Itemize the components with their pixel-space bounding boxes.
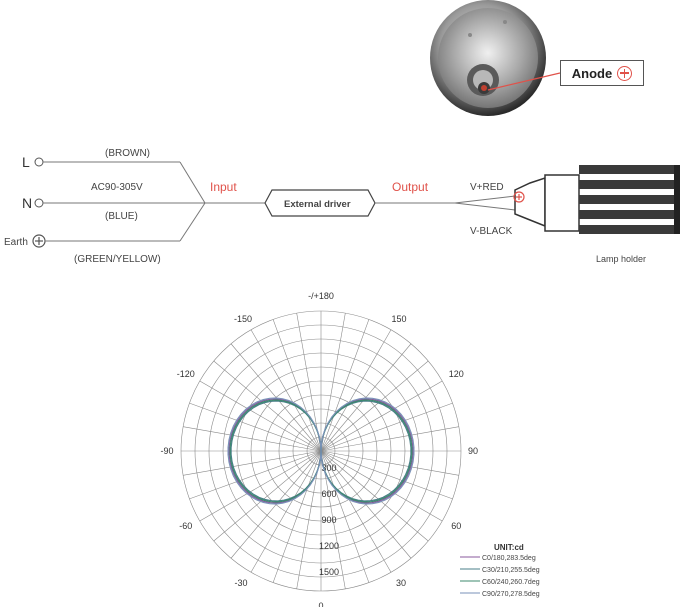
angle-label: 60 [451, 521, 461, 531]
grid-spoke [320, 426, 459, 452]
radial-label: 300 [321, 463, 336, 473]
angle-label: 150 [391, 314, 406, 324]
grid-spoke [189, 402, 322, 452]
radial-label: 1200 [319, 541, 339, 551]
grid-spoke [320, 360, 429, 452]
grid-spoke [199, 450, 322, 522]
grid-spoke [320, 329, 392, 452]
radial-label: 600 [321, 489, 336, 499]
series-c90 [227, 397, 415, 505]
grid-spoke [320, 450, 443, 522]
terminal-N-label: N [22, 195, 32, 211]
grid-spoke [183, 450, 322, 476]
angle-label: -90 [160, 446, 173, 456]
grid-spoke [230, 450, 322, 559]
angle-label: 0 [318, 601, 323, 607]
radial-label: 900 [321, 515, 336, 525]
terminal-L-label: L [22, 154, 30, 170]
legend-item-c90: C90/270,278.5deg [482, 591, 540, 598]
anode-label: Anode [571, 65, 613, 81]
voltage-label: AC90-305V [91, 182, 143, 193]
angle-label: 90 [468, 446, 478, 456]
grid-spoke [213, 450, 322, 542]
grid-spoke [250, 450, 322, 573]
grid-spoke [320, 402, 453, 452]
grid-spoke [189, 450, 322, 500]
wire-green-yellow-label: (GREEN/YELLOW) [74, 254, 161, 265]
wire-blue-label: (BLUE) [105, 211, 138, 222]
lamp-base-photo [430, 0, 561, 116]
grid-spoke [230, 343, 322, 452]
grid-spoke [320, 450, 453, 500]
grid-spoke [272, 450, 322, 583]
grid-spoke [320, 450, 429, 542]
driver-label: External driver [284, 199, 351, 210]
legend-item-c60: C60/240,260.7deg [482, 579, 540, 586]
grid-spoke [320, 319, 370, 452]
grid-spoke [320, 450, 370, 583]
wire-brown-label: (BROWN) [105, 148, 150, 159]
legend: C0/180,283.5deg C30/210,255.5deg C60/240… [460, 555, 540, 598]
angle-label: -30 [234, 578, 247, 588]
angle-label: -/+180 [308, 291, 334, 301]
angle-label: 30 [396, 578, 406, 588]
output-label: Output [392, 180, 429, 194]
plus-icon [617, 65, 633, 81]
grid-spoke [320, 343, 412, 452]
grid-spoke [320, 380, 443, 452]
terminal-earth-label: Earth [4, 237, 28, 248]
wiring-diagram [32, 157, 680, 248]
legend-item-c0: C0/180,283.5deg [482, 555, 536, 562]
grid-spoke [320, 450, 392, 573]
input-label: Input [210, 180, 237, 194]
grid-spoke [320, 450, 459, 476]
angle-label: 120 [449, 369, 464, 379]
lamp-holder-label: Lamp holder [596, 254, 646, 264]
grid-spoke [250, 329, 322, 452]
grid-spoke [199, 380, 322, 452]
radial-label: 1500 [319, 567, 339, 577]
anode-callout: Anode [560, 60, 644, 86]
angle-label: -150 [234, 314, 252, 324]
angle-label: -60 [179, 521, 192, 531]
grid-spoke [213, 360, 322, 452]
grid-spoke [272, 319, 322, 452]
angle-label: -120 [177, 369, 195, 379]
grid-spoke [320, 450, 412, 559]
v-red-label: V+RED [470, 182, 504, 193]
grid-spoke [183, 426, 322, 452]
v-black-label: V-BLACK [470, 226, 513, 237]
legend-item-c30: C30/210,255.5deg [482, 567, 540, 574]
unit-label: UNIT:cd [494, 543, 524, 552]
